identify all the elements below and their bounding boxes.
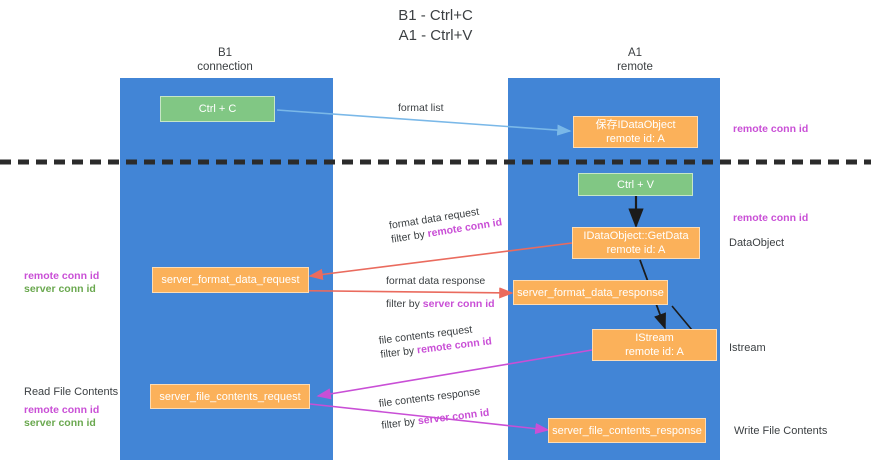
node-idataobject-getdata-line2: remote id: A — [606, 244, 666, 256]
annotation-right-top-remote-conn-id: remote conn id — [733, 123, 809, 135]
annotation-left-bottom-server-conn-id: server conn id — [24, 417, 96, 429]
edge-label-file-contents-response: file contents response filter by server … — [378, 384, 490, 433]
filter-prefix: filter by — [379, 344, 418, 361]
node-save-idataobject[interactable]: 保存IDataObject remote id: A — [573, 116, 698, 148]
edge-label-format-data-request: format data request filter by remote con… — [388, 201, 503, 246]
node-idataobject-getdata[interactable]: IDataObject::GetData remote id: A — [572, 227, 700, 259]
filter-key-server-conn-id: server conn id — [422, 298, 495, 310]
annotation-left-bottom-remote-conn-id: remote conn id — [24, 404, 100, 416]
annotation-right-mid-remote-conn-id: remote conn id — [733, 212, 809, 224]
annotation-left-mid-remote-conn-id: remote conn id — [24, 270, 100, 282]
node-istream[interactable]: IStream remote id: A — [592, 329, 717, 361]
edge-label-format-list: format list — [398, 101, 444, 115]
column-header-b1-role: connection — [197, 61, 253, 73]
annotation-left-mid-server-conn-id: server conn id — [24, 283, 96, 295]
node-server-file-contents-request[interactable]: server_file_contents_request — [150, 384, 310, 409]
node-ctrl-c-label: Ctrl + C — [198, 103, 237, 115]
filter-key-server-conn-id: server conn id — [417, 406, 491, 428]
node-server-file-contents-request-label: server_file_contents_request — [159, 390, 301, 403]
node-istream-line1: IStream — [635, 332, 674, 344]
node-istream-line2: remote id: A — [625, 346, 684, 358]
page-title: B1 - Ctrl+C A1 - Ctrl+V — [0, 6, 871, 46]
edge-label-format-data-response-filter: filter by server conn id — [386, 297, 495, 311]
page-title-line1: B1 - Ctrl+C — [398, 7, 473, 24]
node-save-idataobject-line2: remote id: A — [606, 133, 665, 145]
edge-label-format-list-text: format list — [398, 102, 444, 114]
annotation-right-istream: Istream — [729, 342, 766, 354]
edge-label-format-data-response-text: format data response — [386, 275, 486, 287]
node-ctrl-v-label: Ctrl + V — [617, 178, 654, 191]
node-server-file-contents-response[interactable]: server_file_contents_response — [548, 418, 706, 443]
filter-prefix: filter by — [386, 298, 423, 310]
node-server-format-data-request-label: server_format_data_request — [161, 274, 300, 286]
annotation-right-dataobject: DataObject — [729, 237, 785, 249]
page-title-line2: A1 - Ctrl+V — [398, 27, 473, 44]
node-idataobject-getdata-line1: IDataObject::GetData — [583, 230, 689, 242]
node-ctrl-v[interactable]: Ctrl + V — [578, 173, 693, 196]
node-server-format-data-response-label: server_format_data_response — [517, 286, 664, 299]
filter-prefix: filter by — [380, 415, 419, 432]
column-header-b1: B1 connection — [150, 46, 300, 74]
node-server-format-data-response[interactable]: server_format_data_response — [513, 280, 668, 305]
node-server-format-data-request[interactable]: server_format_data_request — [152, 267, 309, 293]
node-ctrl-c[interactable]: Ctrl + C — [160, 96, 275, 122]
column-header-b1-name: B1 — [217, 47, 233, 59]
annotation-left-read-file-contents: Read File Contents — [24, 386, 119, 398]
annotation-right-write-file-contents: Write File Contents — [734, 425, 828, 437]
column-header-a1: A1 remote — [560, 46, 710, 74]
column-header-a1-name: A1 — [627, 47, 643, 59]
column-header-a1-role: remote — [617, 61, 653, 73]
edge-label-file-contents-response-filter: filter by server conn id — [381, 406, 490, 433]
edge-label-format-data-response: format data response filter by server co… — [386, 274, 495, 311]
edge-label-file-contents-request: file contents request filter by remote c… — [378, 320, 493, 361]
node-save-idataobject-line1: 保存IDataObject — [595, 119, 676, 131]
node-server-file-contents-response-label: server_file_contents_response — [552, 424, 702, 437]
